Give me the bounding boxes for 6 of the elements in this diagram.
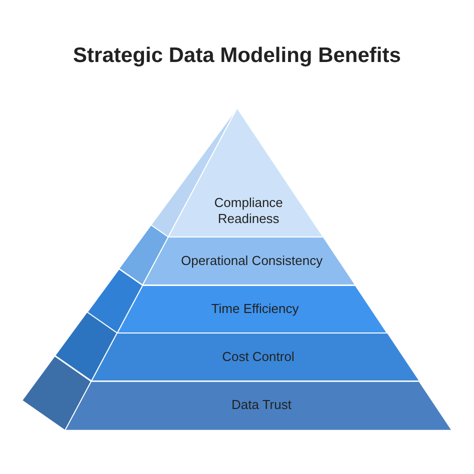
diagram-title: Strategic Data Modeling Benefits — [72, 44, 402, 68]
tier-label: Cost Control — [221, 348, 296, 365]
tier-label: Operational Consistency — [180, 252, 324, 269]
tier-label: Compliance Readiness — [213, 195, 284, 227]
tier-label: Time Efficiency — [210, 300, 300, 317]
tier-label: Data Trust — [230, 397, 292, 414]
